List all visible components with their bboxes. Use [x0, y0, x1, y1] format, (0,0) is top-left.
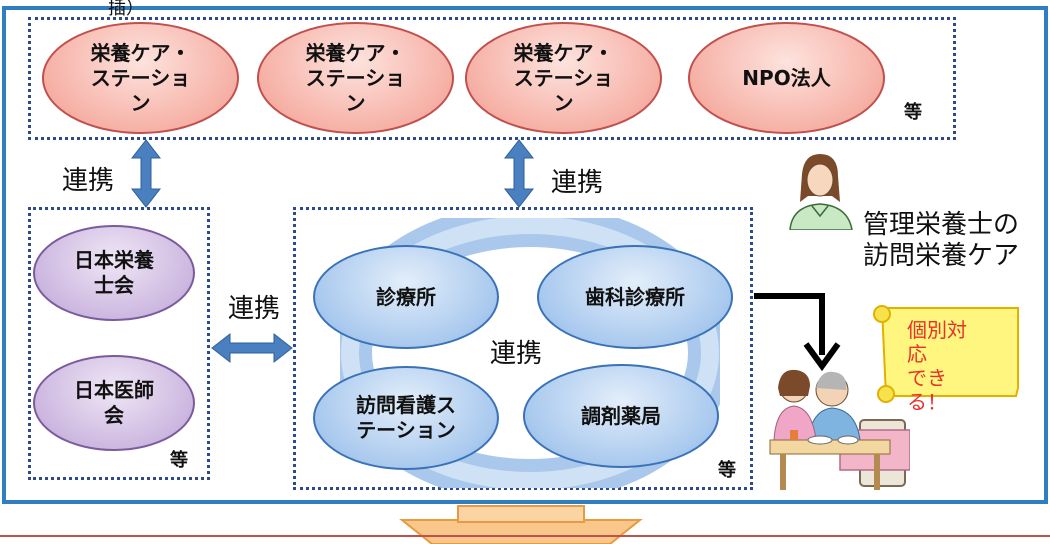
top-group-etc: 等	[904, 102, 922, 123]
horizontal-link-label: 連携	[228, 294, 281, 324]
home-care-scene-illustration	[769, 369, 910, 490]
outer-frame	[2, 6, 1048, 504]
dietitian-illustration	[789, 154, 853, 230]
node-japan-dietetic-association: 日本栄養士会	[33, 225, 195, 321]
node-clinic: 診療所	[313, 245, 499, 349]
center-cooperation-label: 連携	[490, 339, 543, 369]
referral-arrow	[754, 293, 841, 372]
left-group-box	[28, 207, 210, 480]
node-dental-clinic: 歯科診療所	[537, 245, 733, 349]
bottom-down-arrow	[399, 519, 643, 544]
node-eiyo-care-station-2: 栄養ケア・ステーション	[257, 22, 454, 134]
center-vertical-link-arrow	[503, 139, 535, 208]
center-vertical-link-label: 連携	[551, 168, 604, 198]
cooperation-ring	[340, 218, 720, 488]
scroll-banner	[873, 305, 1019, 403]
top-group-box	[28, 17, 956, 140]
node-home-nursing-station: 訪問看護ステーション	[313, 366, 499, 470]
scroll-text: 個別対 応 でき る！	[907, 318, 967, 414]
horizontal-link-arrow	[211, 332, 293, 364]
center-group-box	[293, 207, 753, 490]
node-eiyo-care-station-3: 栄養ケア・ステーション	[465, 22, 662, 134]
left-vertical-link-arrow	[130, 139, 162, 208]
node-japan-medical-association: 日本医師会	[33, 355, 195, 451]
node-npo: NPO法人	[688, 22, 885, 134]
left-group-etc: 等	[170, 450, 188, 471]
node-eiyo-care-station-1: 栄養ケア・ステーション	[42, 22, 239, 134]
top-fragment-text: 插）	[108, 0, 144, 19]
dietitian-caption: 管理栄養士の 訪問栄養ケア	[863, 210, 1020, 271]
center-group-etc: 等	[718, 460, 736, 481]
node-pharmacy: 調剤薬局	[523, 364, 719, 468]
left-vertical-link-label: 連携	[62, 166, 115, 196]
